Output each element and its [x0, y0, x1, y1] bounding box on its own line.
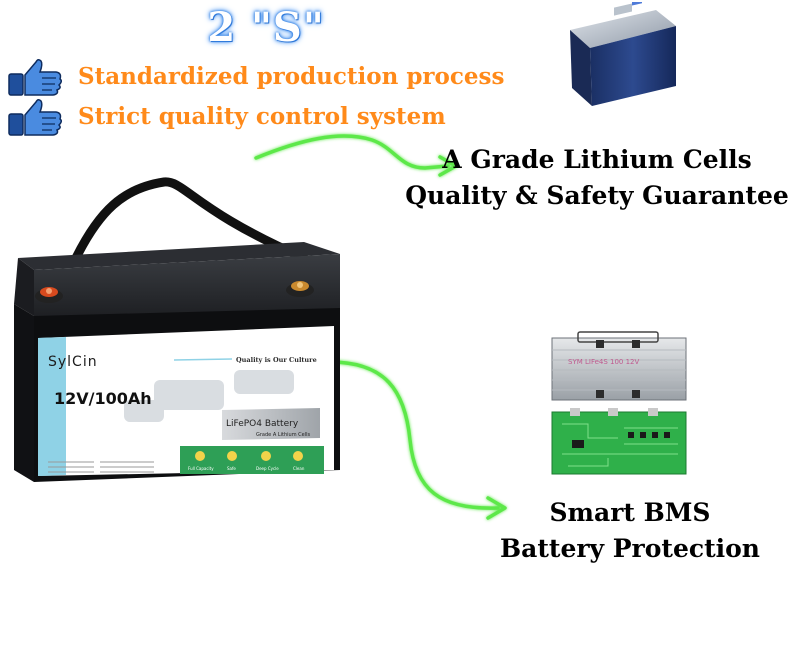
battery-feature-full-capacity: Full Capacity	[188, 466, 214, 471]
point-row-quality: Strict quality control system	[8, 96, 446, 136]
headline: 2 "S"	[207, 4, 325, 51]
thumbs-up-icon	[8, 98, 63, 136]
battery-feature-deep-cycle: Deep Cycle	[256, 466, 279, 471]
battery-brand: SylCin	[48, 354, 98, 370]
bms-board-image: SYM LIFe4S 100 12V	[551, 331, 687, 475]
cells-caption: A Grade Lithium Cells Quality & Safety G…	[400, 142, 794, 214]
point-text: Standardized production process	[78, 62, 505, 90]
battery-feature-clean: Clean	[293, 466, 305, 471]
bms-caption: Smart BMS Battery Protection	[490, 495, 770, 567]
battery-slogan: Quality is Our Culture	[236, 356, 317, 364]
bms-caption-line1: Smart BMS	[549, 498, 711, 527]
cells-caption-line2: Quality & Safety Guarantee	[405, 181, 789, 210]
svg-text:SYM LIFe4S 100 12V: SYM LIFe4S 100 12V	[568, 358, 640, 366]
cells-caption-line1: A Grade Lithium Cells	[442, 145, 752, 174]
point-text: Strict quality control system	[78, 102, 446, 130]
battery-grade: Grade A Lithium Cells	[256, 432, 311, 438]
battery-image: SylCin Quality is Our Culture 12V/100Ah …	[14, 177, 340, 482]
battery-model: 12V/100Ah	[54, 389, 152, 408]
battery-feature-safe: Safe	[227, 466, 236, 471]
arrow-to-cells	[254, 134, 458, 177]
bms-caption-line2: Battery Protection	[500, 534, 760, 563]
battery-chem-label: LiFePO4 Battery	[226, 419, 299, 429]
arrow-to-bms	[328, 360, 507, 520]
lithium-cell-image	[570, 2, 676, 106]
point-row-standardized: Standardized production process	[8, 56, 504, 96]
thumbs-up-icon	[8, 58, 63, 96]
